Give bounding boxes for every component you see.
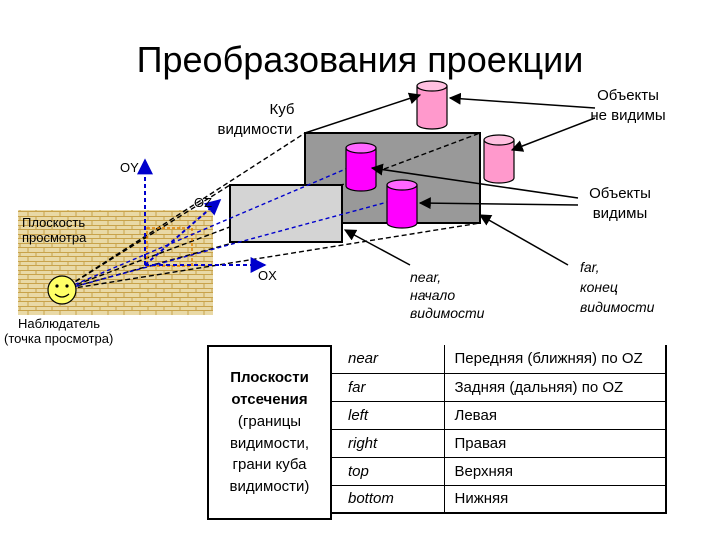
cylinder-invisible-right: [483, 134, 515, 184]
label-cube-2: видимости: [218, 121, 293, 138]
table-row: top Верхняя: [332, 457, 667, 486]
table-row: bottom Нижняя: [332, 485, 667, 514]
label-plane-1: Плоскость: [22, 215, 85, 230]
plane-value: Задняя (дальняя) по OZ: [444, 373, 667, 402]
table-row: right Правая: [332, 429, 667, 458]
plane-value: Передняя (ближняя) по OZ: [444, 345, 667, 374]
table-row: far Задняя (дальняя) по OZ: [332, 373, 667, 402]
plane-key: right: [332, 429, 445, 458]
clipping-line-5: грани куба: [232, 456, 307, 474]
table-row: near Передняя (ближняя) по OZ: [332, 345, 667, 374]
label-far-1: far,: [580, 259, 599, 275]
label-axis-y: OY: [120, 160, 139, 175]
label-invisible-2: не видимы: [590, 107, 665, 124]
plane-value: Левая: [444, 401, 667, 430]
plane-key: bottom: [332, 485, 445, 514]
label-axis-z: OZ: [194, 195, 212, 210]
label-cube-1: Куб: [270, 101, 295, 118]
plane-value: Верхняя: [444, 457, 667, 486]
clipping-line-2: отсечения: [231, 391, 308, 408]
label-far-3: видимости: [580, 299, 655, 315]
label-invisible-1: Объекты: [597, 87, 659, 104]
clipping-line-1: Плоскости: [230, 369, 309, 387]
clipping-planes-table: near Передняя (ближняя) по OZ far Задняя…: [332, 345, 667, 514]
plane-key: top: [332, 457, 445, 486]
label-axis-x: OX: [258, 268, 277, 283]
label-plane-2: просмотра: [22, 230, 87, 245]
clipping-line-4: видимости,: [229, 434, 310, 452]
near-plane: [229, 184, 343, 243]
axes: [137, 158, 267, 273]
table-row: left Левая: [332, 401, 667, 430]
cylinder-visible-back: [345, 142, 377, 192]
label-near-3: видимости: [410, 305, 485, 321]
observer-face-icon: [47, 275, 77, 305]
clipping-line-3: (границы: [237, 412, 302, 430]
label-observer-1: Наблюдатель: [18, 316, 100, 331]
clipping-line-6: видимости): [229, 478, 310, 495]
callout-arrows: [304, 92, 596, 266]
plane-value: Правая: [444, 429, 667, 458]
label-visible-1: Объекты: [589, 185, 651, 202]
plane-key: near: [332, 345, 445, 374]
label-far-2: конец: [580, 279, 618, 295]
label-near-1: near,: [410, 269, 441, 285]
page-title: Преобразования проекции: [137, 39, 584, 80]
cylinder-invisible-top: [416, 80, 448, 130]
cylinder-visible-front: [386, 179, 418, 229]
label-visible-2: видимы: [593, 205, 648, 222]
plane-key: left: [332, 401, 445, 430]
plane-value: Нижняя: [444, 485, 667, 514]
clipping-planes-box: Плоскости отсечения (границы видимости, …: [207, 345, 332, 520]
sight-lines: [61, 164, 396, 291]
plane-key: far: [332, 373, 445, 402]
label-observer-2: (точка просмотра): [4, 331, 113, 346]
label-near-2: начало: [410, 287, 455, 303]
